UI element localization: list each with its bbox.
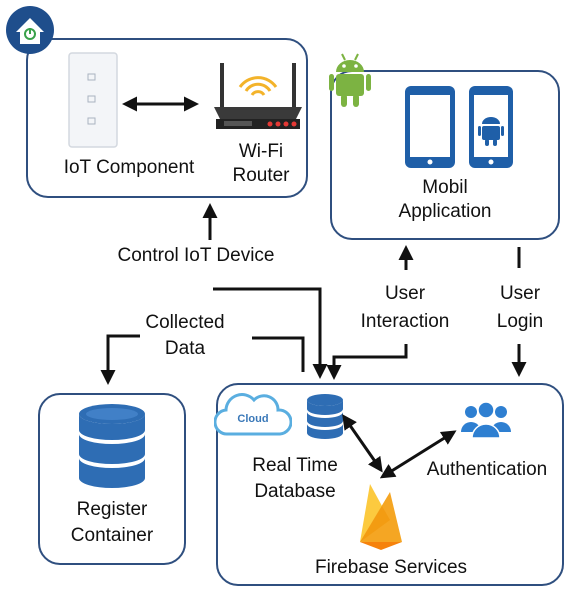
mobile-app-label-line1: Mobil bbox=[422, 177, 468, 198]
firebase-services-label: Firebase Services bbox=[314, 557, 468, 578]
user-login-label-line2: Login bbox=[496, 311, 544, 332]
realtime-database-label-line2: Database bbox=[254, 481, 336, 502]
iot-to-database-line bbox=[213, 287, 328, 379]
realtime-database-label-line1: Real Time bbox=[252, 455, 338, 476]
collected-data-arrow bbox=[100, 334, 140, 385]
database-firebase-arrow bbox=[342, 414, 383, 473]
home-icon bbox=[6, 6, 54, 54]
database-icon bbox=[79, 404, 145, 488]
firebase-icon bbox=[360, 484, 402, 550]
android-icon bbox=[329, 53, 371, 107]
collected-data-label-line2: Data bbox=[164, 338, 206, 359]
user-interaction-label-line1: User bbox=[384, 283, 426, 304]
mobile-app-label-line2: Application bbox=[398, 201, 492, 222]
users-icon bbox=[461, 401, 511, 439]
authentication-label: Authentication bbox=[426, 459, 548, 480]
firebase-auth-arrow bbox=[379, 430, 457, 479]
register-label-line1: Register bbox=[76, 499, 148, 520]
register-label-line2: Container bbox=[70, 525, 154, 546]
control-iot-label: Control IoT Device bbox=[117, 245, 275, 266]
router-icon bbox=[214, 63, 302, 129]
cloud-icon bbox=[214, 393, 292, 436]
phone-icon bbox=[405, 86, 513, 168]
user-interaction-label-line2: Interaction bbox=[360, 311, 450, 332]
interaction-down-line bbox=[326, 344, 408, 380]
collected-data-line bbox=[252, 336, 305, 372]
user-login-label-line1: User bbox=[499, 283, 541, 304]
router-label-line2: Router bbox=[232, 165, 290, 186]
router-label-line1: Wi-Fi bbox=[238, 141, 284, 162]
wall-switch-icon bbox=[68, 52, 118, 148]
collected-data-label-line1: Collected bbox=[145, 312, 225, 333]
iot-component-label: IoT Component bbox=[63, 157, 195, 178]
cloud-label: Cloud bbox=[237, 413, 269, 425]
realtime-database-icon bbox=[307, 394, 343, 439]
